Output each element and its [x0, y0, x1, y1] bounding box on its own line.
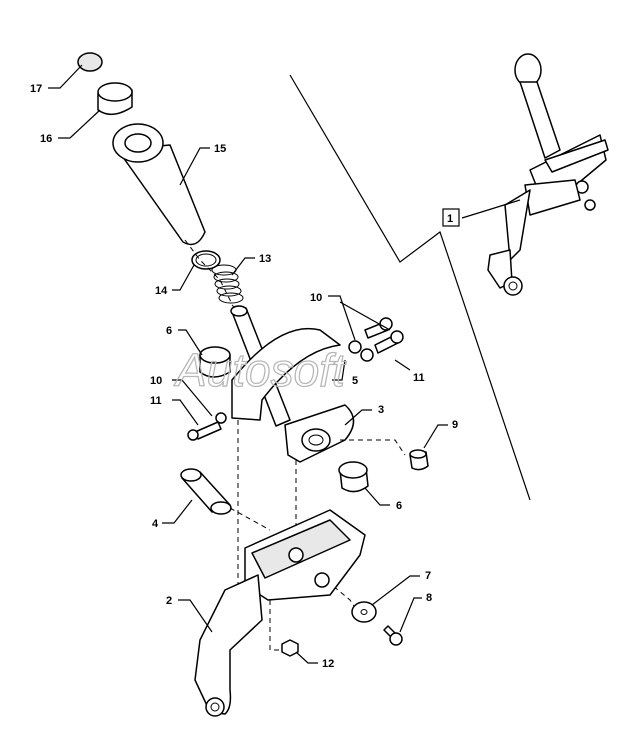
base-bracket-part-2 — [194, 509, 366, 717]
circlip-part-14 — [191, 250, 221, 270]
callout-8: 8 — [426, 592, 432, 604]
leader-lines — [48, 64, 521, 664]
callout-2: 2 — [166, 595, 172, 607]
callout-box-1 — [442, 208, 460, 227]
screw-part-10-11-lower — [187, 412, 227, 441]
callout-13: 13 — [259, 253, 271, 265]
callout-6-upper: 6 — [166, 325, 172, 337]
washer-part-7 — [351, 601, 377, 623]
screw-part-8 — [383, 625, 403, 646]
assembly-axis-line — [184, 239, 236, 311]
gate-bracket-part-3 — [231, 327, 355, 463]
callout-1: 1 — [447, 213, 453, 225]
assembled-shift-lever — [487, 53, 609, 296]
spring-part-13 — [211, 264, 244, 304]
knob-grip-part-15 — [112, 123, 206, 246]
callout-10-upper: 10 — [310, 292, 322, 304]
callout-14: 14 — [155, 285, 168, 297]
plug-part-9 — [409, 449, 429, 471]
callout-15: 15 — [214, 143, 226, 155]
callout-6-lower: 6 — [396, 500, 402, 512]
alignment-line-c — [229, 507, 271, 531]
callout-5: 5 — [352, 375, 358, 387]
cap-part-17 — [77, 52, 103, 72]
bushing-part-6-upper — [199, 346, 231, 378]
callout-4: 4 — [152, 518, 159, 530]
alignment-line-e — [269, 600, 285, 651]
callout-7: 7 — [425, 570, 431, 582]
bushing-part-16 — [97, 82, 133, 116]
section-divider-line — [289, 74, 531, 501]
callout-3: 3 — [378, 404, 384, 416]
bushing-part-6-lower — [338, 461, 369, 493]
screws-part-10-11-upper — [348, 317, 404, 362]
callout-16: 16 — [40, 133, 52, 145]
pin-part-4 — [180, 468, 232, 515]
plug-leader-dashed — [340, 439, 406, 456]
callout-12: 12 — [322, 658, 334, 670]
callout-11-lower: 11 — [150, 395, 162, 407]
callout-11-upper: 11 — [413, 372, 425, 384]
callout-9: 9 — [452, 419, 458, 431]
callout-labels: 1 2 3 4 5 6 6 7 8 9 10 10 11 11 12 13 14… — [30, 83, 460, 670]
callout-17: 17 — [30, 83, 42, 95]
callout-10-lower: 10 — [150, 375, 162, 387]
watermark: Autosoft — [173, 344, 347, 396]
nut-part-12 — [281, 639, 299, 657]
